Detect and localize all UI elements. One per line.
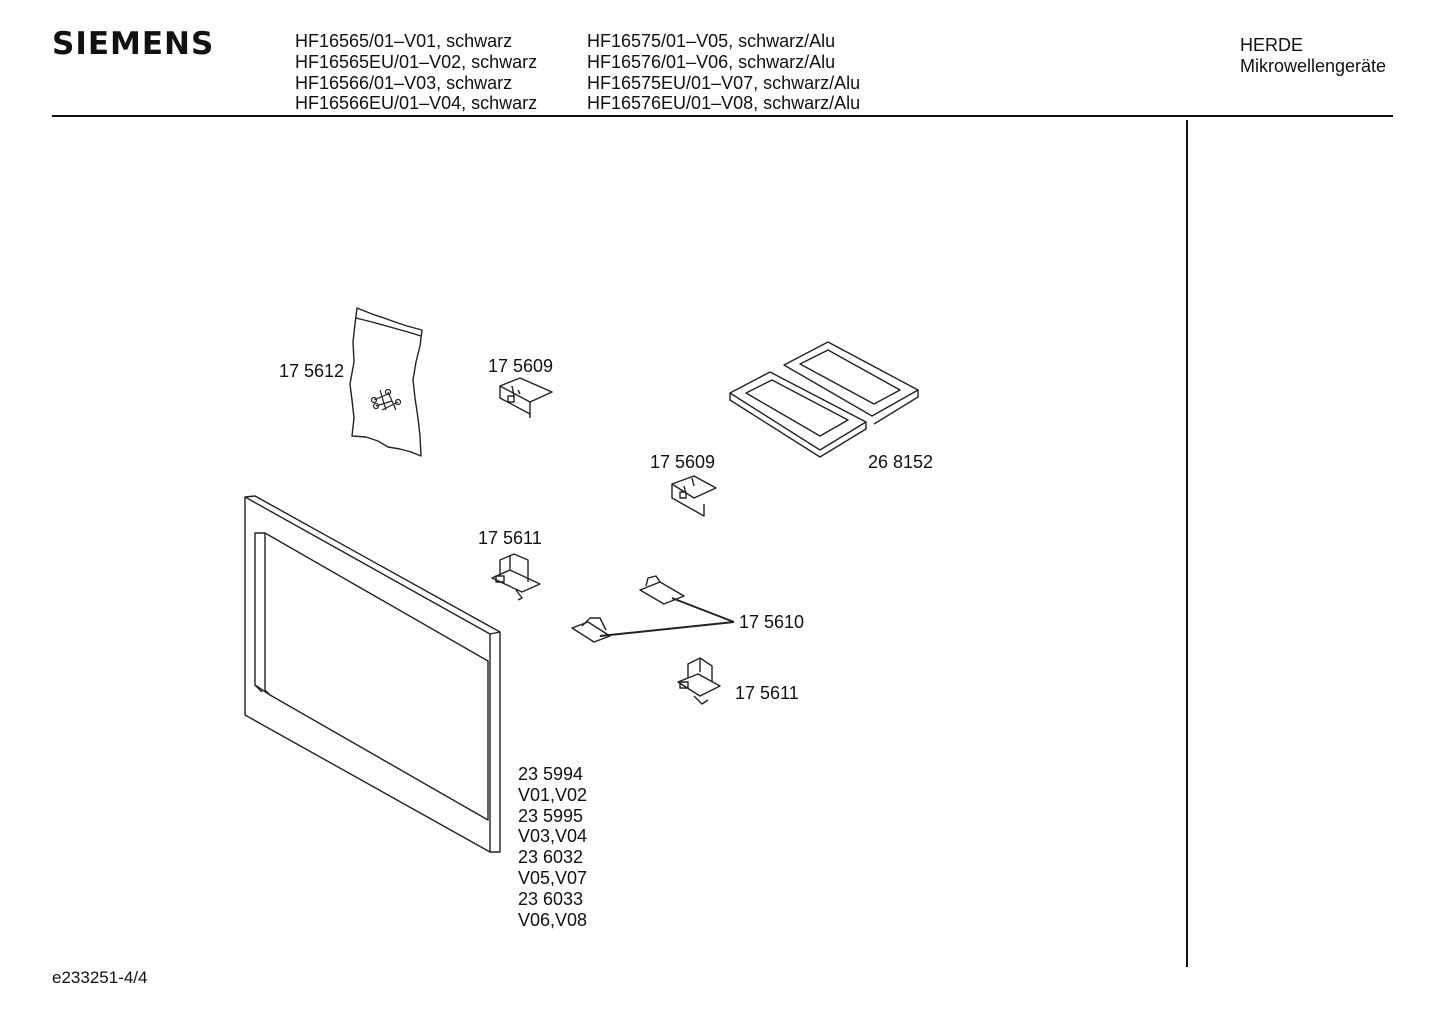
model-list-left: HF16565/01–V01, schwarz HF16565EU/01–V02… (295, 31, 537, 114)
model-entry: HF16575/01–V05, schwarz/Alu (587, 31, 836, 51)
model-entry: HF16565/01–V01, schwarz (295, 31, 513, 51)
clip-drawing (571, 575, 685, 643)
category-line: Mikrowellengeräte (1240, 55, 1387, 76)
frame-drawing (244, 495, 501, 853)
side-divider (1186, 120, 1188, 967)
model-entry: HF16566EU/01–V04, schwarz (295, 93, 538, 114)
part-label-hinge: 17 5611 (478, 528, 542, 548)
frame-variant-list: 23 5994 V01,V02 23 5995 V03,V04 23 6032 … (518, 764, 587, 930)
frame-variant: V05,V07 (518, 867, 588, 888)
document-id: e233251-4/4 (52, 968, 148, 987)
frame-variant: 23 6033 (518, 888, 584, 909)
frame-variant: 23 5994 (518, 764, 584, 784)
bracket-drawing (671, 475, 717, 517)
part-label-bracket: 17 5609 (488, 356, 554, 376)
frame-variant: 23 6032 (518, 847, 584, 868)
part-label-hinge: 17 5611 (735, 683, 799, 703)
model-list-right: HF16575/01–V05, schwarz/Alu HF16576/01–V… (587, 31, 860, 114)
screw-icon (370, 388, 402, 411)
part-label-bracket: 17 5609 (650, 452, 716, 472)
model-entry: HF16576/01–V06, schwarz/Alu (587, 51, 836, 72)
hinge-drawing (677, 657, 721, 705)
bracket-drawing (499, 377, 553, 418)
model-entry: HF16566/01–V03, schwarz (295, 72, 513, 93)
model-entry: HF16575EU/01–V07, schwarz/Alu (587, 72, 861, 93)
screw-bag-drawing (349, 307, 423, 457)
model-entry: HF16576EU/01–V08, schwarz/Alu (587, 93, 861, 114)
part-label-trays: 26 8152 (868, 452, 934, 472)
category-block: HERDE Mikrowellengeräte (1240, 35, 1386, 76)
header-divider (52, 115, 1393, 117)
hinge-drawing (491, 553, 541, 601)
frame-variant: V06,V08 (518, 909, 588, 930)
part-label-clips: 17 5610 (739, 612, 805, 632)
leader-lines (599, 597, 735, 637)
frame-variant: 23 5995 (518, 805, 584, 826)
category-line: HERDE (1240, 35, 1304, 55)
model-entry: HF16565EU/01–V02, schwarz (295, 51, 538, 72)
frame-variant: V03,V04 (518, 826, 588, 847)
part-label-bag: 17 5612 (279, 361, 345, 381)
tray-drawing (729, 341, 919, 458)
frame-variant: V01,V02 (518, 784, 588, 805)
brand-logo: SIEMENS (52, 26, 215, 62)
